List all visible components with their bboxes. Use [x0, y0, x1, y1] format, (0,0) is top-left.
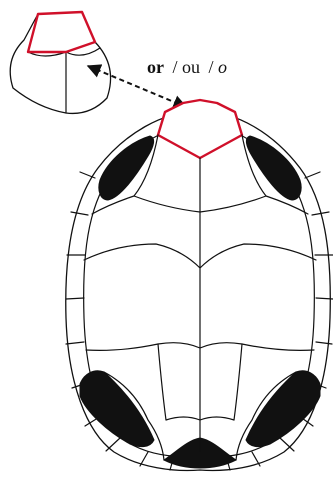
caption-slash-1: / — [173, 57, 178, 77]
caption-ou: ou — [182, 57, 200, 77]
caption-or: or — [147, 57, 164, 77]
turtle-carapace — [66, 100, 333, 470]
caption-slash-2: / — [209, 57, 214, 77]
caption-text: or / ou / o — [147, 57, 227, 77]
caption-o: o — [218, 57, 227, 77]
inset-outline — [10, 12, 110, 113]
inset-scute-detail — [10, 12, 110, 113]
